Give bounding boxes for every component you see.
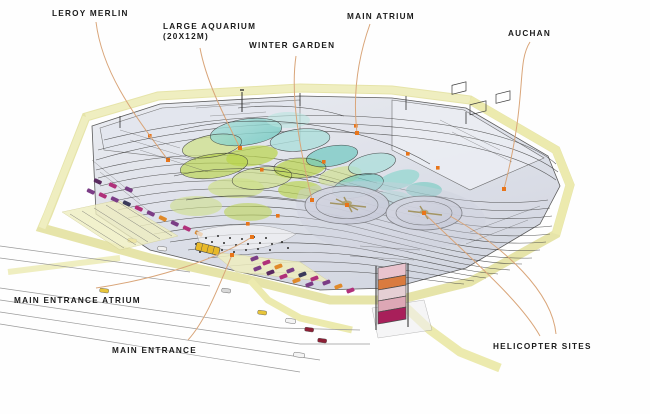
annotation-winter-garden: WINTER GARDEN — [249, 41, 336, 50]
annotation-leroy-merlin: LEROY MERLIN — [52, 9, 129, 18]
leader-large-aquarium — [199, 47, 241, 149]
leader-helicopter-b — [449, 215, 557, 335]
leader-main-atrium — [354, 23, 371, 134]
signage-pylon — [371, 262, 433, 339]
annotation-large-aquarium: LARGE AQUARIUM — [163, 22, 257, 31]
roof-ribs — [95, 115, 559, 285]
leader-dots — [166, 131, 506, 257]
garden-ink-outlines — [173, 105, 431, 217]
leader-leroy-merlin — [95, 21, 169, 161]
annotation-main-entrance-atrium: MAIN ENTRANCE ATRIUM — [14, 296, 141, 305]
parking-lot-west — [61, 199, 179, 251]
roof-masts — [119, 89, 467, 128]
annotation-auchan: AUCHAN — [508, 29, 551, 38]
leader-auchan — [503, 41, 531, 190]
annotation-large-aquarium-size: (20X12M) — [163, 32, 209, 41]
parked-cars-south — [250, 255, 355, 294]
site-boundary-landscape — [7, 83, 575, 373]
annotation-main-entrance: MAIN ENTRANCE — [112, 346, 197, 355]
annotation-main-atrium: MAIN ATRIUM — [347, 12, 415, 21]
sketch-texture — [91, 103, 541, 261]
entrance-plaza — [195, 224, 297, 251]
rooflights — [451, 81, 511, 116]
access-highway — [0, 245, 370, 373]
bus — [195, 242, 221, 256]
leader-helicopter-a — [423, 212, 541, 337]
leader-lines — [95, 21, 557, 341]
helipad-deck — [296, 181, 486, 252]
leader-main-entrance-atrium — [95, 236, 253, 289]
annotation-helicopter-sites: HELICOPTER SITES — [493, 342, 592, 351]
leader-winter-garden — [293, 55, 313, 201]
leader-main-entrance — [187, 254, 233, 341]
